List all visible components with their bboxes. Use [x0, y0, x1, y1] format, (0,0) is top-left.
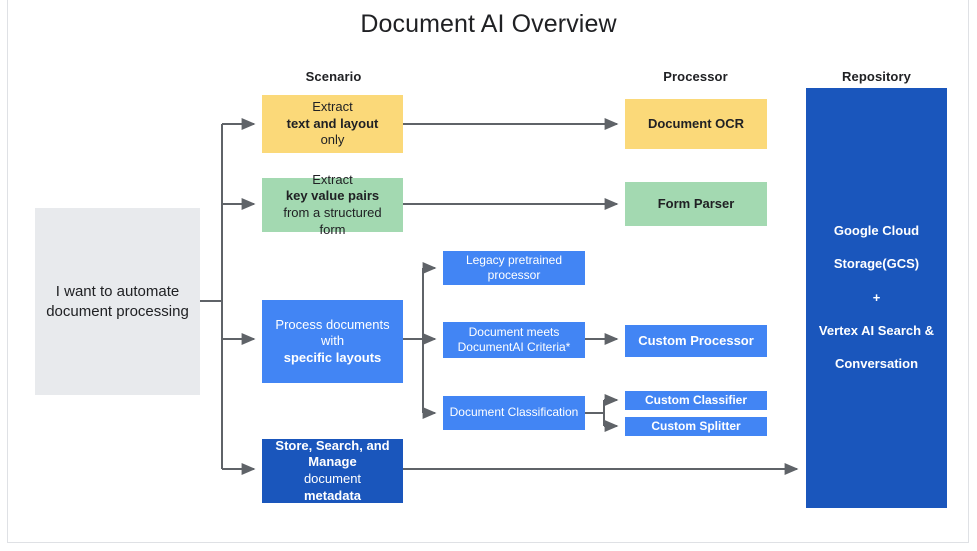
- scenario-extract-key-value-pairs-label: Extract key value pairs from a structure…: [283, 171, 382, 237]
- page-title: Document AI Overview: [360, 10, 617, 38]
- processor-custom-classifier-label: Custom Classifier: [644, 392, 748, 407]
- repository-label: Google Cloud Storage(GCS) + Vertex AI Se…: [818, 223, 935, 372]
- column-header-repository: Repository: [842, 69, 911, 84]
- criteria-document-meets-criteria[interactable]: Document meets DocumentAI Criteria*: [443, 322, 585, 358]
- processor-document-ocr-label: Document OCR: [647, 115, 745, 131]
- criteria-document-classification[interactable]: Document Classification: [443, 396, 585, 430]
- criteria-legacy-pretrained-processor-label: Legacy pretrained processor: [465, 252, 563, 282]
- scenario-extract-key-value-pairs[interactable]: Extract key value pairs from a structure…: [262, 172, 403, 237]
- processor-custom-processor-label: Custom Processor: [638, 332, 754, 348]
- scenario-specific-layouts[interactable]: Process documents with specific layouts: [262, 300, 403, 383]
- scenario-store-search-manage[interactable]: Store, Search, and Manage document metad…: [262, 437, 403, 503]
- processor-custom-processor[interactable]: Custom Processor: [625, 325, 767, 357]
- entry-node-label: I want to automate document processing: [46, 283, 189, 320]
- repository-gcs-vertex-ai[interactable]: Google Cloud Storage(GCS) + Vertex AI Se…: [806, 88, 947, 508]
- processor-form-parser-label: Form Parser: [657, 195, 735, 211]
- scenario-extract-text-layout[interactable]: Extract text and layout only: [262, 95, 403, 153]
- scenario-extract-text-layout-label: Extract text and layout only: [286, 99, 379, 148]
- processor-custom-splitter[interactable]: Custom Splitter: [625, 417, 767, 436]
- criteria-legacy-pretrained-processor[interactable]: Legacy pretrained processor: [443, 251, 585, 285]
- processor-form-parser[interactable]: Form Parser: [625, 182, 767, 226]
- criteria-document-meets-criteria-label: Document meets DocumentAI Criteria*: [457, 324, 571, 354]
- column-header-scenario: Scenario: [305, 69, 362, 84]
- processor-custom-splitter-label: Custom Splitter: [651, 418, 741, 433]
- column-header-processor: Processor: [663, 69, 728, 84]
- entry-node-automate-document-processing[interactable]: I want to automate document processing: [35, 208, 200, 395]
- processor-document-ocr[interactable]: Document OCR: [625, 99, 767, 149]
- scenario-store-search-manage-label: Store, Search, and Manage document metad…: [275, 437, 390, 503]
- scenario-specific-layouts-label: Process documents with specific layouts: [275, 316, 390, 365]
- processor-custom-classifier[interactable]: Custom Classifier: [625, 391, 767, 410]
- criteria-document-classification-label: Document Classification: [449, 405, 579, 420]
